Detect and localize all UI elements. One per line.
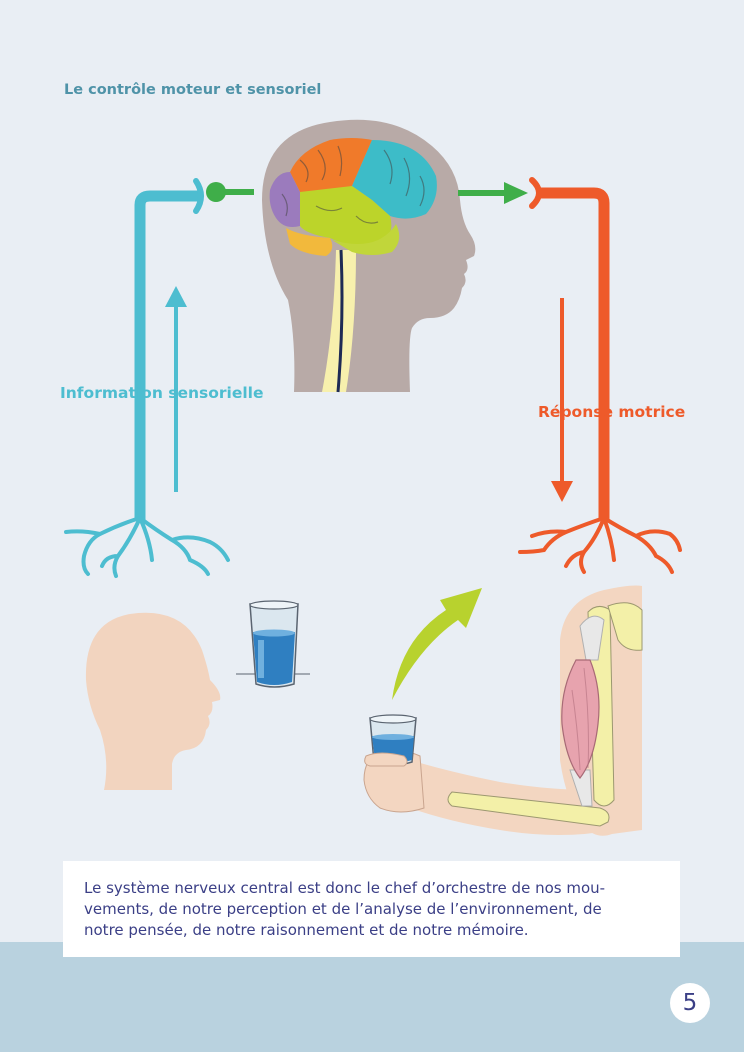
footer-band <box>0 942 744 1052</box>
brain-head-illustration <box>262 119 476 393</box>
diagram-title: Le contrôle moteur et sensoriel <box>64 82 322 98</box>
head-silhouette <box>85 612 221 790</box>
sensory-connector <box>206 182 254 202</box>
movement-arrow <box>392 588 482 700</box>
motor-direction-arrow <box>551 298 573 502</box>
motor-response-label: Réponse motrice <box>538 403 686 421</box>
motor-output-arrow <box>458 182 528 204</box>
motor-neuron <box>518 177 682 574</box>
caption-box: Le système nerveux central est donc le c… <box>63 861 680 957</box>
sensory-information-label: Information sensorielle <box>60 384 264 402</box>
caption-text: Le système nerveux central est donc le c… <box>84 879 606 939</box>
water-glass <box>236 600 310 688</box>
page-number: 5 <box>670 983 710 1023</box>
sensory-direction-arrow <box>165 286 187 492</box>
arm-muscle-illustration <box>363 585 643 836</box>
sensory-neuron <box>64 178 230 578</box>
motor-sensory-diagram <box>64 119 682 836</box>
